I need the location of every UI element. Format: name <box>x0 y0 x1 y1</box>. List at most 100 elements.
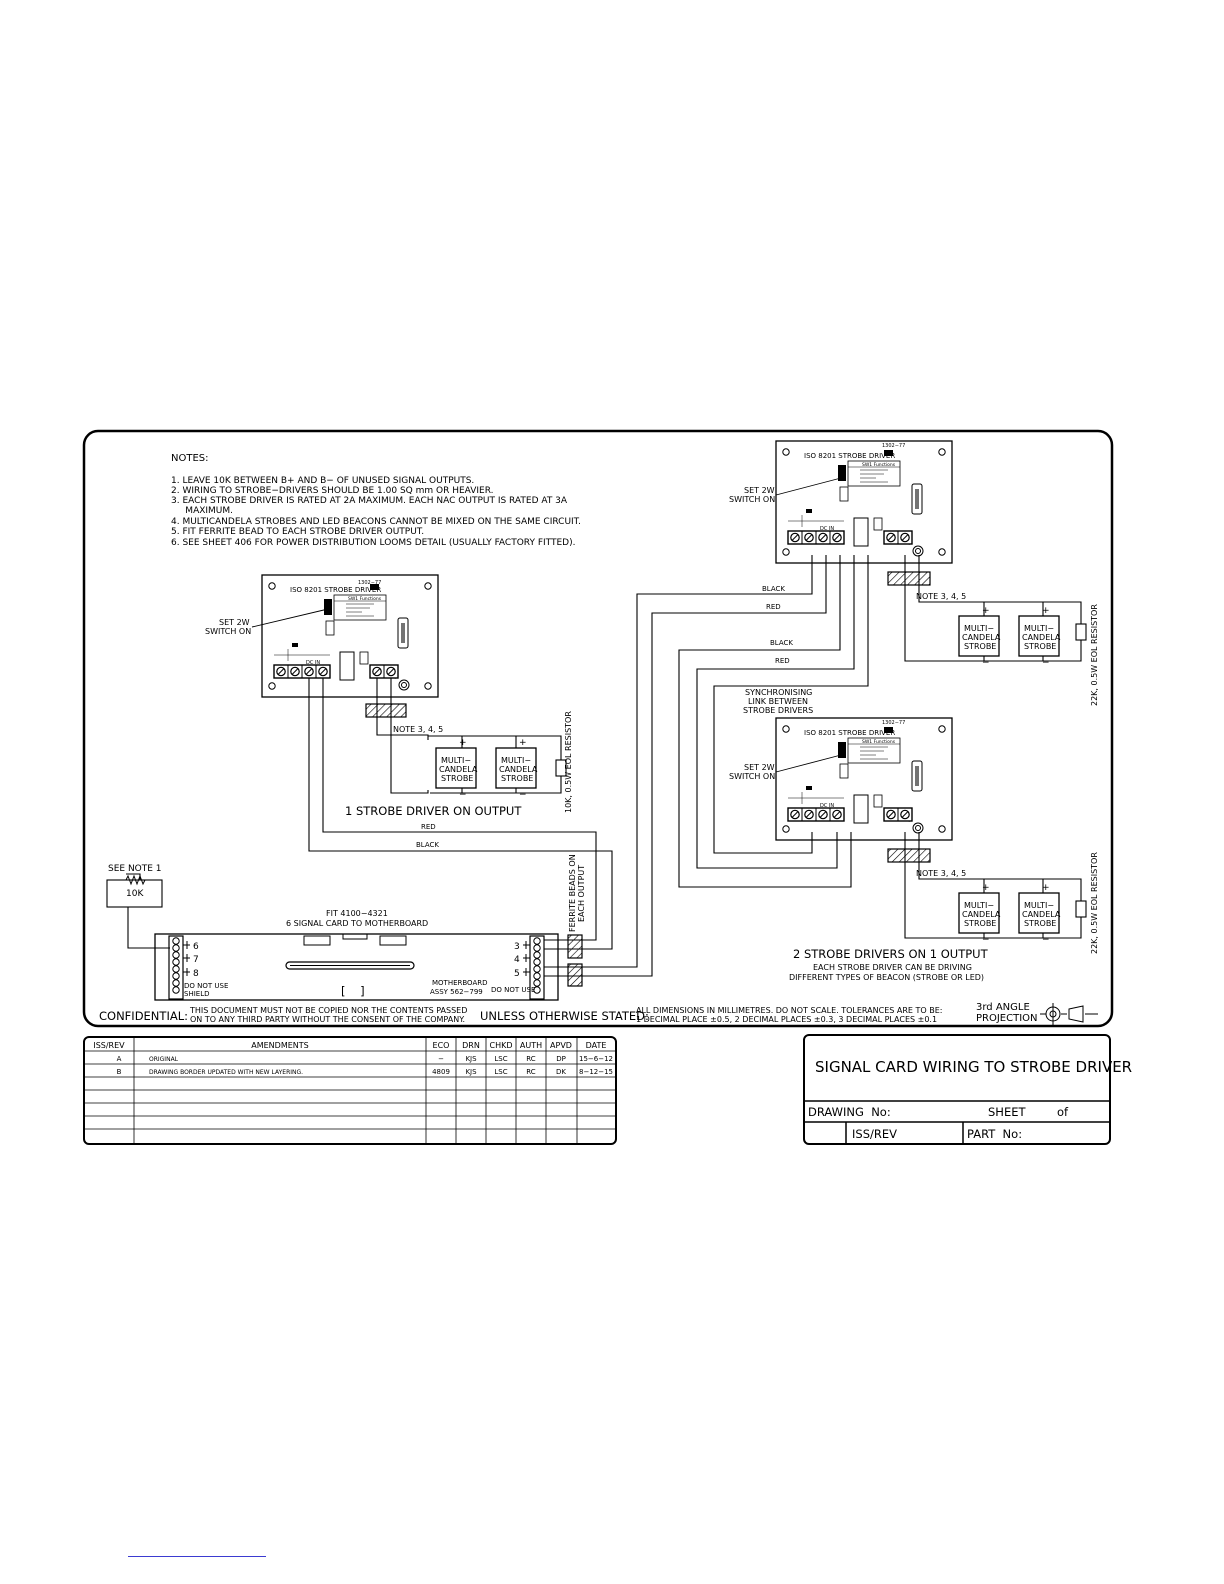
ferrite-bead <box>887 848 931 863</box>
board-title: ISO 8201 STROBE DRIVER <box>804 452 895 460</box>
strobe-label: STROBE <box>501 774 533 783</box>
strobe-plus: + <box>1042 606 1050 616</box>
eol-resistor-10k-label: 10K, 0.5W EOL RESISTOR <box>564 711 573 813</box>
board-dc-in: DC IN <box>820 803 834 809</box>
note-line: 1. LEAVE 10K BETWEEN B+ AND B− OF UNUSED… <box>171 476 474 486</box>
ferrite-beads-label: EACH OUTPUT <box>577 865 586 922</box>
strobe-label: CANDELA <box>962 633 1001 642</box>
table-header: ISS/REV <box>93 1041 125 1050</box>
note-line: 3. EACH STROBE DRIVER IS RATED AT 2A MAX… <box>171 496 568 506</box>
wiring <box>106 555 1087 977</box>
sync-label: LINK BETWEEN <box>748 697 808 706</box>
table-header: ECO <box>433 1041 450 1050</box>
table-cell: A <box>117 1055 122 1063</box>
projection-label: PROJECTION <box>976 1013 1038 1024</box>
confidential-text: THIS DOCUMENT MUST NOT BE COPIED NOR THE… <box>189 1006 467 1015</box>
confidential-label: CONFIDENTIAL: <box>99 1009 188 1023</box>
strobe-label: STROBE <box>1024 642 1056 651</box>
switch-label-line: SWITCH ON <box>729 772 775 781</box>
table-cell: KJS <box>465 1068 477 1076</box>
strobe-label: CANDELA <box>962 910 1001 919</box>
note-line: 5. FIT FERRITE BEAD TO EACH STROBE DRIVE… <box>171 527 424 537</box>
note-345-label: NOTE 3, 4, 5 <box>393 725 443 734</box>
note-345-label: NOTE 3, 4, 5 <box>916 592 966 601</box>
table-cell: ORIGINAL <box>149 1056 179 1063</box>
resistor-10k-label: 10K <box>126 889 144 899</box>
strobe-minus: − <box>982 935 990 945</box>
wire-label-black: BLACK <box>770 639 793 647</box>
strobe-label: CANDELA <box>1022 633 1061 642</box>
resistor-10k-symbol <box>125 874 146 886</box>
strobe-minus: − <box>982 658 990 668</box>
terminal-3: 3 <box>514 942 520 952</box>
drawing-title: SIGNAL CARD WIRING TO STROBE DRIVER <box>815 1058 1132 1076</box>
switch-label-line: SET 2W <box>744 763 775 772</box>
title-block <box>803 1034 1111 1145</box>
sync-label: STROBE DRIVERS <box>743 706 813 715</box>
switch-label-3: SET 2W SWITCH ON <box>729 754 842 781</box>
strobe-label: MULTI− <box>501 756 531 765</box>
fit-card-label: FIT 4100−4321 <box>326 909 388 918</box>
two-drivers-sub: EACH STROBE DRIVER CAN BE DRIVING <box>813 963 972 972</box>
wire-label-red: RED <box>766 603 781 611</box>
terminal-7: 7 <box>193 955 199 965</box>
switch-label-line: SET 2W <box>219 618 250 627</box>
strobe-plus: + <box>1042 883 1050 893</box>
board-sw-table: SW1 Functions <box>862 462 896 468</box>
strobe-label: MULTI− <box>964 901 994 910</box>
note-line: 2. WIRING TO STROBE−DRIVERS SHOULD BE 1.… <box>171 486 494 496</box>
strobe-plus: + <box>459 738 467 748</box>
strobe-plus: + <box>982 606 990 616</box>
wire-label-red: RED <box>421 823 436 831</box>
terminal-8: 8 <box>193 969 199 979</box>
strobe-label: MULTI− <box>441 756 471 765</box>
table-cell: LSC <box>494 1068 507 1076</box>
board-part-number: 1302−77 <box>358 580 381 586</box>
table-header: CHKD <box>489 1041 512 1050</box>
table-cell: RC <box>526 1068 536 1076</box>
see-note-label: SEE NOTE 1 <box>108 864 162 874</box>
switch-label-line: SET 2W <box>744 486 775 495</box>
part-number-label: PART No: <box>967 1127 1022 1141</box>
strobe-plus: + <box>982 883 990 893</box>
note-line: 4. MULTICANDELA STROBES AND LED BEACONS … <box>171 517 581 527</box>
sheet-of-label: of <box>1057 1105 1069 1119</box>
dimensions-text: 1 DECIMAL PLACE ±0.5, 2 DECIMAL PLACES ±… <box>636 1015 937 1024</box>
sheet-label: SHEET <box>988 1105 1026 1119</box>
note-line: MAXIMUM. <box>171 506 233 516</box>
board-dc-in: DC IN <box>306 660 320 666</box>
strobe-1: MULTI− CANDELA STROBE + − <box>435 738 478 800</box>
ferrite-bead <box>567 963 583 987</box>
strobe-minus: − <box>519 790 527 800</box>
table-cell: DP <box>556 1055 566 1063</box>
board-sw-table: SW1 Functions <box>348 596 382 602</box>
strobe-label: MULTI− <box>1024 901 1054 910</box>
strobe-4: MULTI− CANDELA STROBE + − <box>1018 606 1061 668</box>
notes-block: NOTES: 1. LEAVE 10K BETWEEN B+ AND B− OF… <box>171 453 581 548</box>
eol-resistor-22k-label: 22K, 0.5W EOL RESISTOR <box>1090 852 1099 954</box>
table-header: DATE <box>586 1041 607 1050</box>
drawing-number-label: DRAWING No: <box>808 1105 891 1119</box>
ferrite-bead <box>887 571 931 586</box>
strobe-label: CANDELA <box>1022 910 1061 919</box>
board-part-number: 1302−77 <box>882 443 905 449</box>
drawing-border <box>82 429 1114 1028</box>
table-header: DRN <box>462 1041 480 1050</box>
brackets-label: [ ] <box>341 984 365 998</box>
table-cell: DK <box>556 1068 566 1076</box>
note-345-label: NOTE 3, 4, 5 <box>916 869 966 878</box>
table-cell: B <box>117 1068 122 1076</box>
notes-heading: NOTES: <box>171 453 209 464</box>
board-part-number: 1302−77 <box>882 720 905 726</box>
strobe-minus: − <box>1042 935 1050 945</box>
strobe-minus: − <box>1042 658 1050 668</box>
strobe-label: STROBE <box>964 919 996 928</box>
footer-link-underline[interactable] <box>128 1556 266 1557</box>
board-sw-table: SW1 Functions <box>862 739 896 745</box>
motherboard-label: ASSY 562−799 <box>430 988 483 996</box>
table-cell: 8−12−15 <box>579 1068 613 1076</box>
table-cell: RC <box>526 1055 536 1063</box>
strobe-minus: − <box>459 790 467 800</box>
board-title: ISO 8201 STROBE DRIVER <box>804 729 895 737</box>
